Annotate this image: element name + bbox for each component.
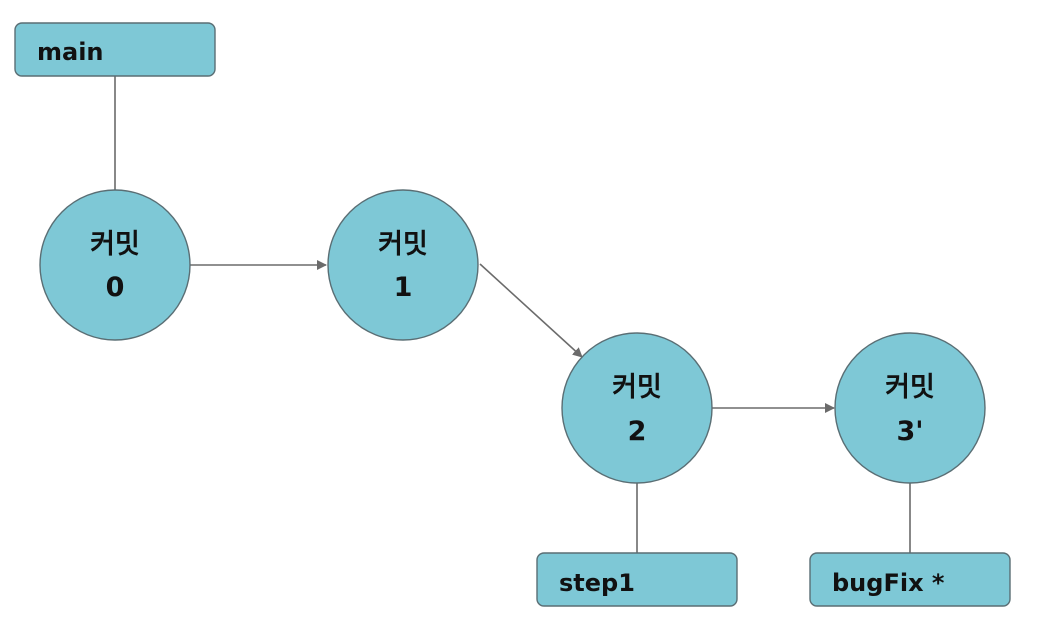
branch-label-text: main: [37, 38, 104, 66]
commit-node-2: 커밋 2: [561, 332, 713, 484]
commit-node-1: 커밋 1: [327, 189, 479, 341]
commit-node-circle: [834, 332, 986, 484]
branch-label-step1: step1: [536, 552, 738, 607]
commit-node-circle: [39, 189, 191, 341]
branch-label-box: [809, 552, 1011, 607]
commit-node-number: 0: [106, 272, 125, 303]
commit-node-number: 3': [896, 416, 923, 447]
edge-commit-1-to-2: [479, 263, 583, 358]
branch-label-bugfix: bugFix *: [809, 552, 1011, 607]
commit-node-number: 2: [628, 416, 647, 447]
branch-label-text: step1: [559, 569, 635, 597]
commit-node-circle: [327, 189, 479, 341]
commit-node-0: 커밋 0: [39, 189, 191, 341]
branch-label-text: bugFix *: [832, 569, 945, 597]
branch-label-main: main: [14, 22, 216, 77]
commit-node-title: 커밋: [378, 229, 428, 260]
commit-node-title: 커밋: [885, 372, 935, 403]
commit-node-title: 커밋: [90, 229, 140, 260]
commit-node-title: 커밋: [612, 372, 662, 403]
commit-node-number: 1: [394, 272, 413, 303]
branch-label-box: [536, 552, 738, 607]
commit-node-circle: [561, 332, 713, 484]
branch-label-box: [14, 22, 216, 77]
commit-node-3: 커밋 3': [834, 332, 986, 484]
